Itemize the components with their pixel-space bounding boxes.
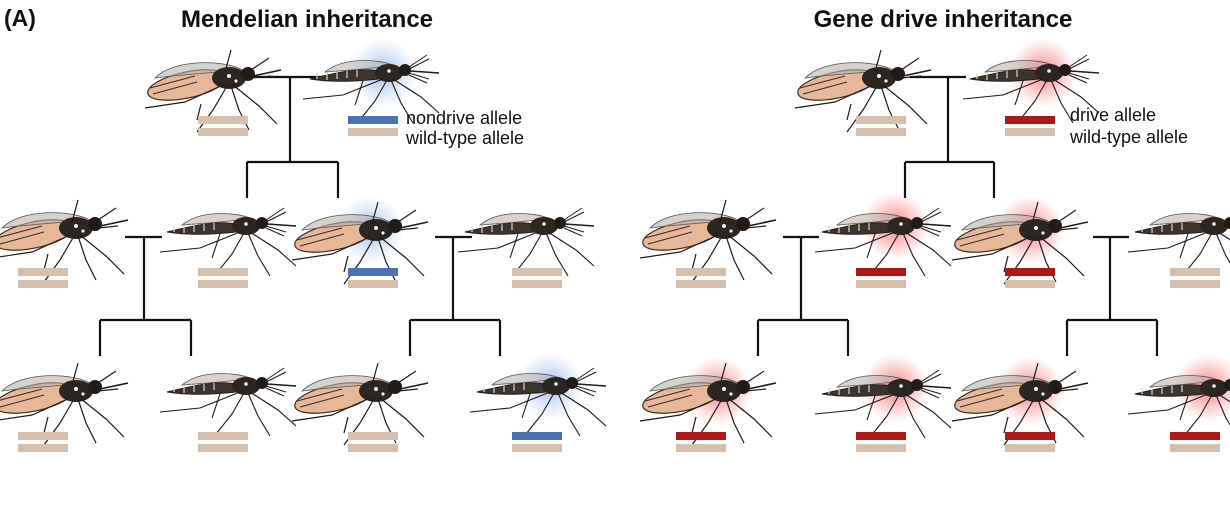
- wild-type-allele-bar: [512, 444, 562, 452]
- drive-allele-bar: [1005, 116, 1055, 124]
- wild-type-allele-bar: [198, 432, 248, 440]
- individual: [0, 362, 129, 452]
- drive-allele-bar: [1170, 432, 1220, 440]
- wild-type-allele-bar: [18, 268, 68, 276]
- individual: [159, 367, 297, 452]
- male-mosquito-icon: [159, 207, 297, 277]
- individual: [302, 39, 440, 136]
- wild-type-allele-bar: [856, 128, 906, 136]
- mendelian-legend: nondrive allele wild-type allele: [405, 108, 524, 148]
- wild-type-allele-bar: [676, 268, 726, 276]
- wild-type-allele-bar: [198, 268, 248, 276]
- mendelian-tree-lines: [98, 75, 502, 356]
- wild-type-allele-bar: [676, 444, 726, 452]
- wild-type-allele-bar: [348, 432, 398, 440]
- individual: [639, 357, 777, 452]
- wild-type-allele-bar: [18, 280, 68, 288]
- individual: [144, 49, 282, 136]
- legend-wild-type-allele: wild-type allele: [1069, 127, 1188, 147]
- wild-type-allele-bar: [18, 444, 68, 452]
- mendelian-title: Mendelian inheritance: [181, 6, 433, 33]
- individual: [951, 357, 1089, 452]
- wild-type-allele-bar: [348, 444, 398, 452]
- nondrive-allele-bar: [348, 268, 398, 276]
- individual: [291, 196, 429, 288]
- drive-allele-bar: [1005, 268, 1055, 276]
- wild-type-allele-bar: [348, 128, 398, 136]
- wild-type-allele-bar: [18, 432, 68, 440]
- wild-type-allele-bar: [676, 280, 726, 288]
- male-mosquito-icon: [1127, 207, 1230, 277]
- wild-type-allele-bar: [348, 280, 398, 288]
- wild-type-allele-bar: [1170, 280, 1220, 288]
- wild-type-allele-bar: [198, 116, 248, 124]
- wild-type-allele-bar: [1005, 128, 1055, 136]
- nondrive-allele-bar: [348, 116, 398, 124]
- individual: [814, 192, 952, 288]
- legend-drive-allele: drive allele: [1070, 105, 1156, 125]
- wild-type-allele-bar: [856, 116, 906, 124]
- wild-type-allele-bar: [1005, 444, 1055, 452]
- legend-nondrive-allele: nondrive allele: [406, 108, 522, 128]
- nondrive-allele-bar: [512, 432, 562, 440]
- wild-type-allele-bar: [198, 128, 248, 136]
- gene-drive-tree-lines: [756, 75, 1159, 356]
- individual: [159, 207, 297, 288]
- panel-label: (A): [4, 5, 36, 31]
- wild-type-allele-bar: [198, 444, 248, 452]
- individual: [1127, 207, 1230, 288]
- mendelian-pedigree: [0, 39, 607, 452]
- individual: [1127, 354, 1230, 452]
- wild-type-allele-bar: [512, 280, 562, 288]
- drive-allele-bar: [676, 432, 726, 440]
- wild-type-allele-bar: [1170, 444, 1220, 452]
- drive-allele-bar: [856, 432, 906, 440]
- wild-type-allele-bar: [856, 280, 906, 288]
- gene-drive-pedigree: [639, 39, 1230, 452]
- individual: [794, 49, 932, 136]
- wild-type-allele-bar: [1170, 268, 1220, 276]
- gene-drive-legend: drive allele wild-type allele: [1069, 105, 1188, 147]
- legend-wild-type-allele: wild-type allele: [405, 128, 524, 148]
- wild-type-allele-bar: [1005, 280, 1055, 288]
- individual: [457, 207, 595, 288]
- individual: [291, 362, 429, 452]
- individual: [951, 196, 1089, 288]
- individual: [962, 39, 1100, 136]
- individual: [814, 354, 952, 452]
- gene-drive-title: Gene drive inheritance: [814, 6, 1073, 33]
- drive-allele-bar: [1005, 432, 1055, 440]
- male-mosquito-icon: [159, 367, 297, 437]
- individual: [469, 352, 607, 452]
- drive-allele-bar: [856, 268, 906, 276]
- individual: [0, 199, 129, 288]
- wild-type-allele-bar: [856, 444, 906, 452]
- wild-type-allele-bar: [198, 280, 248, 288]
- individual: [639, 199, 777, 288]
- male-mosquito-icon: [457, 207, 595, 277]
- wild-type-allele-bar: [512, 268, 562, 276]
- pedigree-panels: [0, 39, 1230, 452]
